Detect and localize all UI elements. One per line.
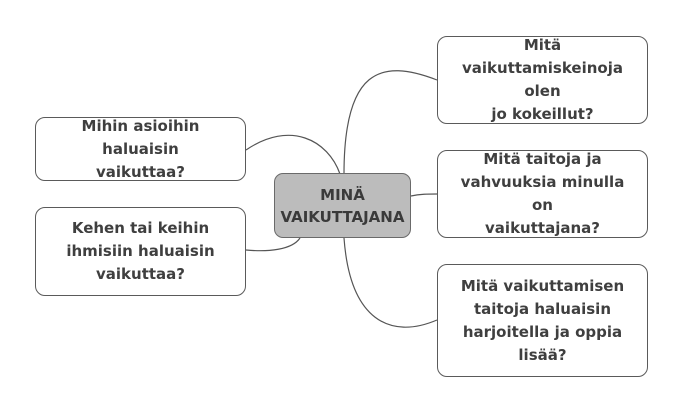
topic-right-2-line: vahvuuksia minulla on: [460, 173, 625, 214]
central-topic-line-1: MINÄ: [320, 185, 365, 204]
connector-left-2: [245, 237, 301, 252]
topic-right-3[interactable]: Mitä vaikuttamisen taitoja haluaisin har…: [437, 264, 648, 377]
topic-right-3-line: taitoja haluaisin: [473, 299, 611, 318]
topic-right-2-line: vaikuttajana?: [485, 219, 600, 237]
topic-right-2-line: Mitä taitoja ja: [483, 150, 602, 168]
topic-left-1[interactable]: Mihin asioihin haluaisin vaikuttaa?: [35, 117, 246, 181]
topic-left-2[interactable]: Kehen tai keihin ihmisiin haluaisin vaik…: [35, 207, 246, 296]
topic-right-2[interactable]: Mitä taitoja ja vahvuuksia minulla on va…: [437, 150, 648, 238]
topic-right-3-line: harjoitella ja oppia: [462, 322, 623, 341]
topic-right-3-line: lisää?: [518, 345, 567, 364]
topic-left-2-line: vaikuttaa?: [96, 265, 185, 283]
topic-right-1[interactable]: Mitä vaikuttamiskeinoja olen jo kokeillu…: [437, 36, 648, 124]
central-topic[interactable]: MINÄ VAIKUTTAJANA: [274, 173, 411, 238]
connector-right-1: [343, 70, 438, 175]
topic-left-2-line: Kehen tai keihin: [71, 219, 210, 237]
central-topic-line-2: VAIKUTTAJANA: [280, 207, 405, 226]
topic-right-3-line: Mitä vaikuttamisen: [460, 276, 625, 295]
topic-left-1-line: Mihin asioihin haluaisin: [81, 116, 200, 158]
topic-left-1-line: vaikuttaa?: [96, 162, 185, 181]
topic-right-1-line: jo kokeillut?: [491, 105, 594, 123]
topic-left-2-line: ihmisiin haluaisin: [66, 242, 215, 260]
topic-right-1-line: Mitä: [523, 36, 562, 54]
topic-right-1-line: vaikuttamiskeinoja olen: [462, 59, 623, 100]
connector-right-2: [410, 193, 438, 197]
connector-right-3: [343, 237, 438, 328]
connector-left-1: [245, 134, 341, 175]
